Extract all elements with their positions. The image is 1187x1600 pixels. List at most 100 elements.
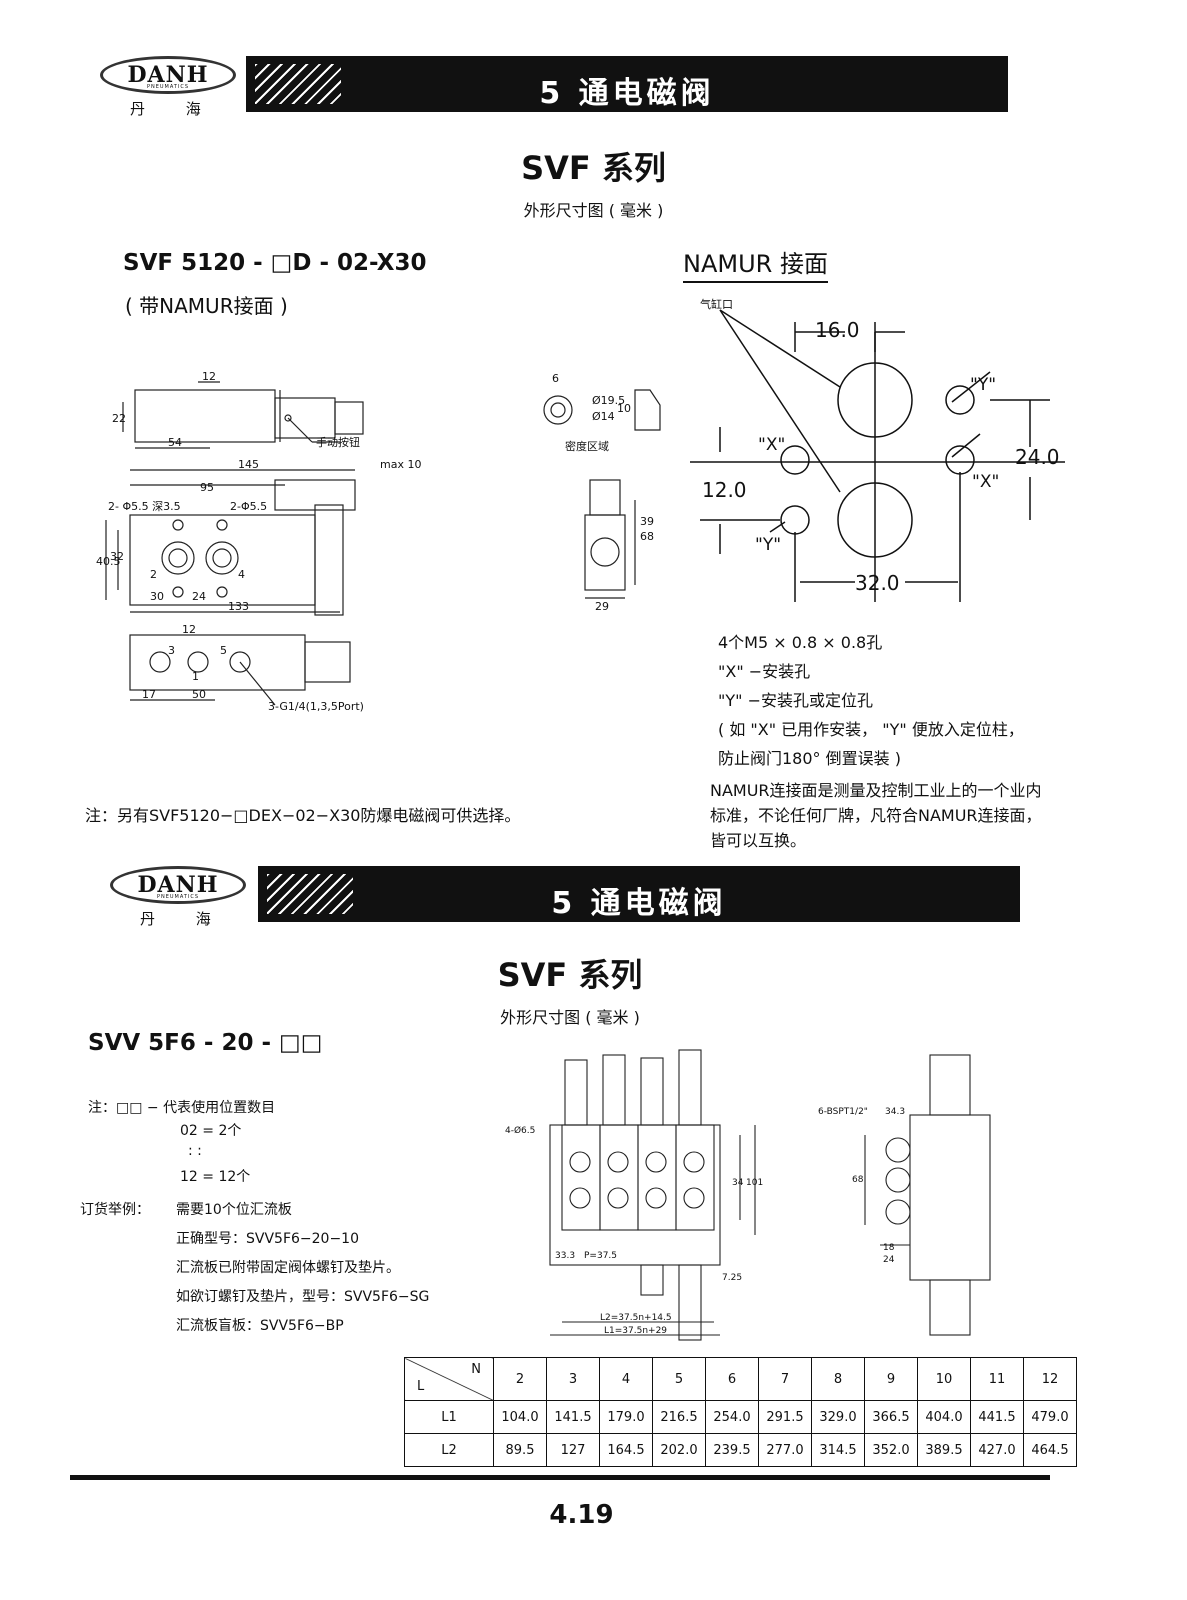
brand-cn: 丹 海 (140, 910, 229, 928)
page-number: 4.19 (549, 1500, 614, 1530)
table-cell: 404.0 (917, 1400, 971, 1434)
namur-desc: NAMUR连接面是测量及控制工业上的一个业内 标准，不论任何厂牌，凡符合NAMU… (710, 778, 1042, 853)
banner-hatch (255, 64, 341, 104)
table-corner: L N (404, 1357, 494, 1401)
manifold-drawing: 4-Ø6.5 34 101 33.3 P=37.5 7.25 L2=37.5n+… (505, 1049, 991, 1341)
port-b3: 3 (168, 644, 175, 657)
note-1: 注：□□ − 代表使用位置数目 (88, 1100, 276, 1116)
row-label: L2 (404, 1433, 494, 1467)
table-cell: 179.0 (599, 1400, 653, 1434)
dim-40-5: 40.5 (96, 555, 121, 568)
namur-note: "X" −安装孔 (718, 662, 811, 681)
dim-s19-5: Ø19.5 (592, 394, 625, 407)
dim-133: 133 (228, 600, 249, 613)
m-d101: 101 (746, 1178, 763, 1188)
table-cell: 352.0 (864, 1433, 918, 1467)
m-d68: 68 (852, 1175, 864, 1185)
order-4: 如欲订螺钉及垫片，型号：SVV5F6−SG (176, 1289, 430, 1305)
table-cell: 164.5 (599, 1433, 653, 1467)
section-banner: 5 通电磁阀 (258, 866, 1020, 922)
model-number: SVF 5120 - □D - 02-X30 (123, 250, 427, 276)
table-cell: 127 (546, 1433, 600, 1467)
namur-y1: "Y" (970, 375, 996, 395)
table-cell: 291.5 (758, 1400, 812, 1434)
brand-cn: 丹 海 (130, 100, 219, 118)
namur-note: 防止阀门180° 倒置误装 ) (718, 749, 901, 768)
brand-logo: DANH PNEUMATICS 丹 海 (100, 56, 240, 118)
m-l2: L2=37.5n+14.5 (600, 1313, 672, 1323)
namur-notes: 4个M5 × 0.8 × 0.8孔 "X" −安装孔 "Y" −安装孔或定位孔 … (718, 628, 1024, 773)
namur-dim-16: 16.0 (815, 318, 860, 342)
table-cell: 479.0 (1023, 1400, 1077, 1434)
m-d33-3: 33.3 (555, 1251, 575, 1261)
dim-145: 145 (238, 458, 259, 471)
note-3: : : (188, 1143, 202, 1159)
m-hole: 4-Ø6.5 (505, 1125, 535, 1136)
dimension-table: L N 2 3 4 5 6 7 8 9 10 11 12 L1 104.0 14… (404, 1357, 1077, 1467)
dim-12: 12 (202, 370, 216, 383)
dim-b50: 50 (192, 688, 206, 701)
header-n: 5 (652, 1357, 706, 1401)
table-cell: 314.5 (811, 1433, 865, 1467)
m-port: 6-BSPT1/2" (818, 1107, 868, 1117)
header-n: 3 (546, 1357, 600, 1401)
header-n: 9 (864, 1357, 918, 1401)
header-n: 8 (811, 1357, 865, 1401)
header-n: 10 (917, 1357, 971, 1401)
label-seal: 密度区域 (565, 439, 609, 453)
label-port: 3-G1/4(1,3,5Port) (268, 700, 364, 713)
order-1: 需要10个位汇流板 (176, 1202, 292, 1218)
m-d18: 18 (883, 1243, 895, 1253)
order-2: 正确型号：SVV5F6−20−10 (176, 1231, 359, 1247)
table-cell: 277.0 (758, 1433, 812, 1467)
namur-dim-12: 12.0 (702, 478, 747, 502)
dim-30: 30 (150, 590, 164, 603)
table-cell: 202.0 (652, 1433, 706, 1467)
series-title: SVF 系列 (521, 149, 666, 187)
namur-title: NAMUR 接面 (683, 244, 828, 283)
table-cell: 464.5 (1023, 1433, 1077, 1467)
banner-title: 5 通电磁阀 (551, 886, 727, 921)
row-label: L1 (404, 1400, 494, 1434)
namur-note: ( 如 "X" 已用作安装， "Y" 便放入定位柱， (718, 720, 1024, 739)
namur-note: "Y" −安装孔或定位孔 (718, 691, 873, 710)
dim-max10: max 10 (380, 458, 421, 471)
note-4: 12 = 12个 (180, 1169, 251, 1185)
table-header-row: L N 2 3 4 5 6 7 8 9 10 11 12 (404, 1357, 1077, 1401)
table-row: L2 89.5 127 164.5 202.0 239.5 277.0 314.… (404, 1433, 1077, 1467)
dim-22: 22 (112, 412, 126, 425)
m-pitch: P=37.5 (584, 1251, 617, 1261)
namur-y2: "Y" (755, 535, 781, 555)
subtitle: 外形尺寸图 ( 毫米 ) (523, 201, 664, 220)
corner-n: N (471, 1362, 481, 1377)
table-cell: 141.5 (546, 1400, 600, 1434)
brand-name: DANH (127, 62, 209, 88)
model-number: SVV 5F6 - 20 - □□ (88, 1030, 323, 1056)
m-d34-3: 34.3 (885, 1107, 905, 1117)
note-2: 02 = 2个 (180, 1123, 242, 1139)
namur-dim-24: 24.0 (1015, 445, 1060, 469)
banner-title: 5 通电磁阀 (539, 76, 715, 111)
m-d7-25: 7.25 (722, 1273, 742, 1283)
namur-desc-line: NAMUR连接面是测量及控制工业上的一个业内 (710, 781, 1042, 800)
table-cell: 104.0 (493, 1400, 547, 1434)
dim-54: 54 (168, 436, 182, 449)
header-n: 6 (705, 1357, 759, 1401)
header-n: 4 (599, 1357, 653, 1401)
table-cell: 239.5 (705, 1433, 759, 1467)
table-cell: 389.5 (917, 1433, 971, 1467)
m-d24: 24 (883, 1255, 895, 1265)
namur-note: 4个M5 × 0.8 × 0.8孔 (718, 633, 883, 652)
model-note: ( 带NAMUR接面 ) (125, 294, 288, 318)
table-cell: 329.0 (811, 1400, 865, 1434)
dim-95: 95 (200, 481, 214, 494)
table-cell: 216.5 (652, 1400, 706, 1434)
dim-32: 32 (110, 550, 124, 563)
port-2: 2 (150, 568, 157, 581)
header-n: 11 (970, 1357, 1024, 1401)
banner-hatch (267, 874, 353, 914)
dim-s6: 6 (552, 372, 559, 385)
namur-x1: "X" (758, 435, 785, 455)
dim-e39: 39 (640, 515, 654, 528)
port-4: 4 (238, 568, 245, 581)
